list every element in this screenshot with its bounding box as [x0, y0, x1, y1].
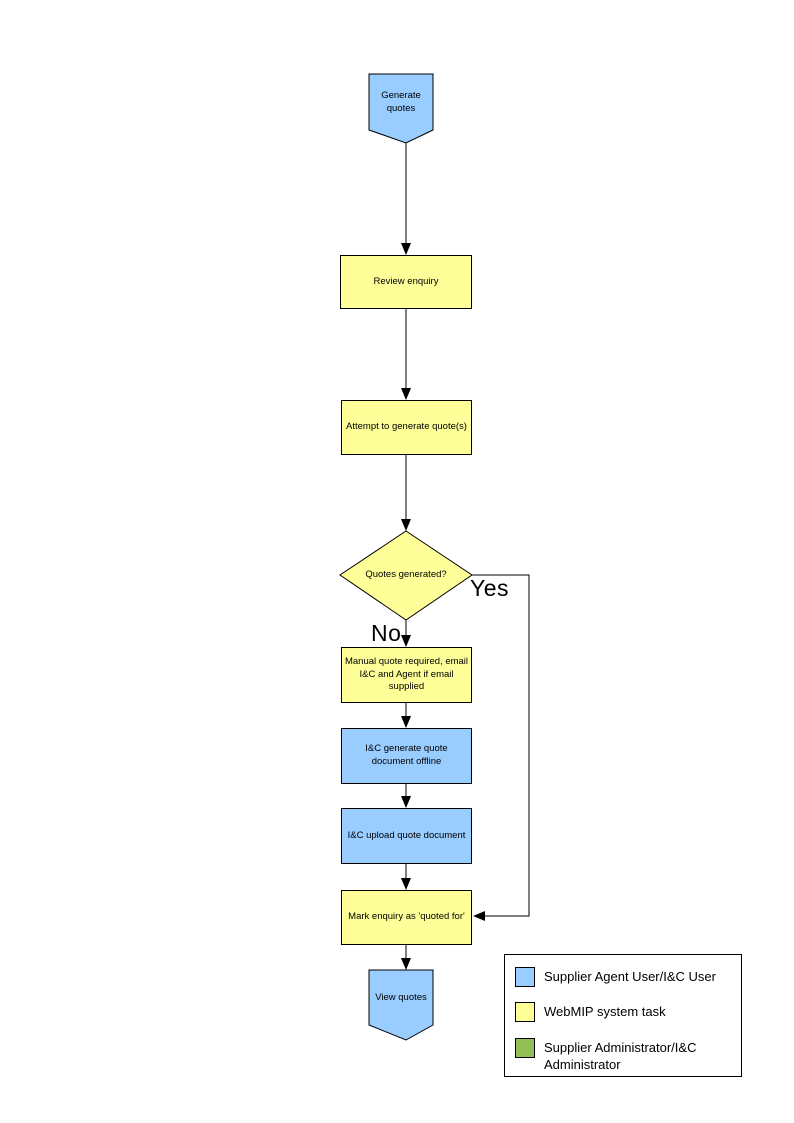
legend-swatch-green	[515, 1038, 535, 1058]
arrowhead-down-icon	[401, 716, 411, 728]
legend-label: WebMIP system task	[544, 1004, 666, 1019]
arrowhead-down-icon	[401, 519, 411, 531]
start-connector-shape	[368, 73, 434, 144]
arrowhead-down-icon	[401, 878, 411, 890]
arrowhead-down-icon	[401, 635, 411, 647]
legend-item-administrator: Supplier Administrator/I&C Administrator	[515, 1038, 734, 1074]
process-review-enquiry: Review enquiry	[340, 255, 472, 309]
branch-label-yes: Yes	[470, 575, 510, 601]
branch-label-no: No	[371, 620, 402, 646]
arrowhead-down-icon	[401, 958, 411, 970]
edge-decision-mark-yes	[472, 574, 530, 917]
process-manual-quote: Manual quote required, email I&C and Age…	[341, 647, 472, 703]
arrowhead-left-icon	[473, 911, 485, 921]
process-mark-quoted: Mark enquiry as 'quoted for'	[341, 890, 472, 945]
arrowhead-down-icon	[401, 796, 411, 808]
arrowhead-down-icon	[401, 243, 411, 255]
process-attempt-generate: Attempt to generate quote(s)	[341, 400, 472, 455]
legend-box: Supplier Agent User/I&C User WebMIP syst…	[504, 954, 742, 1077]
arrowhead-down-icon	[401, 388, 411, 400]
legend-label: Supplier Administrator/I&C Administrator	[544, 1040, 697, 1072]
legend-item-agent-user: Supplier Agent User/I&C User	[515, 967, 734, 987]
process-generate-offline: I&C generate quote document offline	[341, 728, 472, 784]
end-connector-shape	[368, 969, 434, 1041]
legend-swatch-blue	[515, 967, 535, 987]
legend-label: Supplier Agent User/I&C User	[544, 969, 716, 984]
decision-diamond-shape	[339, 530, 473, 621]
process-upload-document: I&C upload quote document	[341, 808, 472, 864]
legend-swatch-yellow	[515, 1002, 535, 1022]
legend-item-system-task: WebMIP system task	[515, 1002, 734, 1022]
